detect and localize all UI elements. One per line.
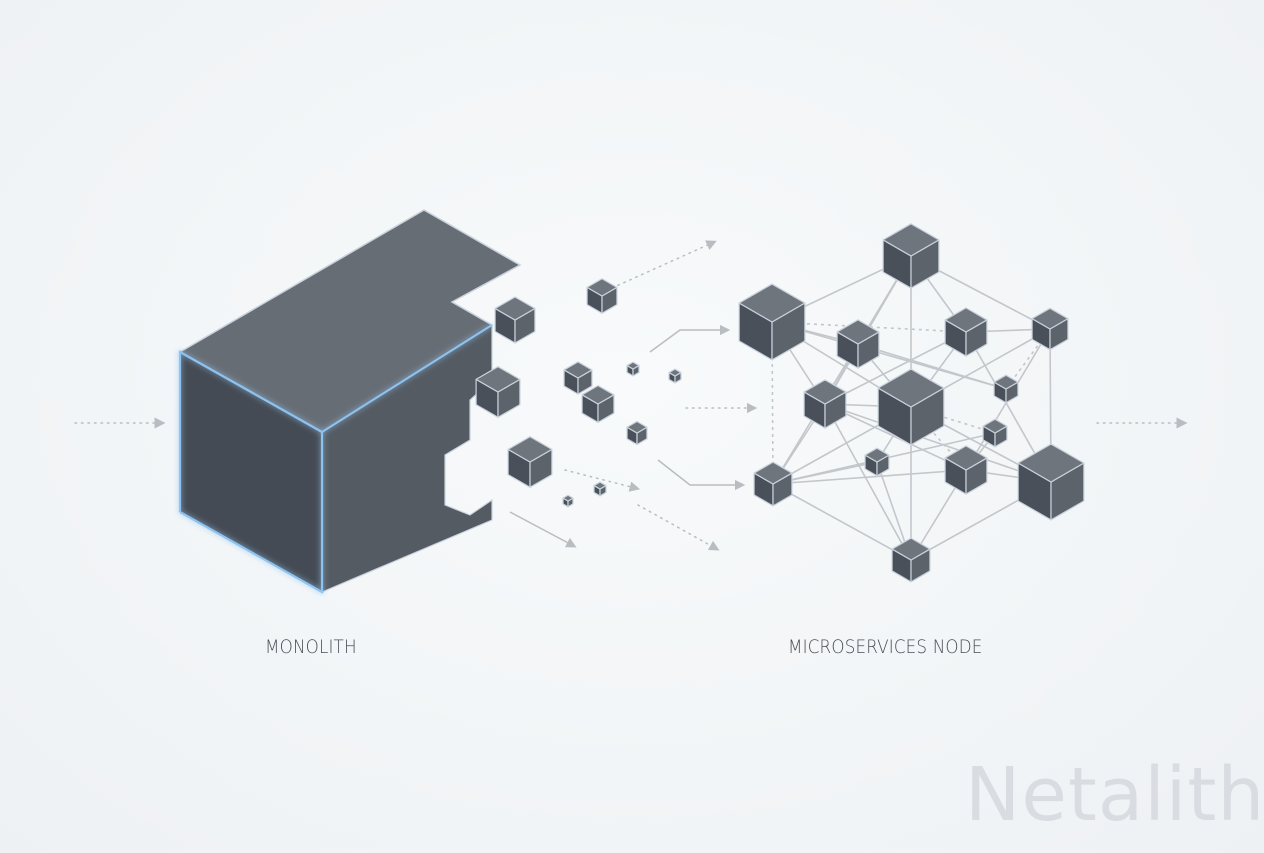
service-node-cube [1017,443,1085,521]
flow-arrow [657,459,746,491]
connection-line [772,483,912,561]
flow-arrow [637,504,720,551]
fragment-cube [593,481,607,497]
service-node-cube [753,461,793,507]
fragment-cube [626,420,648,446]
microservice-nodes [738,223,1085,583]
fragment-cube [626,361,640,377]
service-node-cube [738,283,806,361]
fragment-cube [668,368,682,384]
monolith-label: MONOLITH [265,636,357,658]
connection-line [857,343,1007,390]
flow-arrow [649,324,731,353]
fragment-cube [563,361,593,395]
monolith-block [178,209,522,594]
service-node-cube [944,307,988,357]
microservices-node-label: MICROSERVICES NODE [788,636,983,658]
connection-line [824,331,967,405]
fragment-cube [475,366,521,418]
dashed-connection-line [771,321,774,485]
service-node-cube [836,319,880,369]
service-node-cube [877,368,945,446]
service-node-cube [891,537,931,583]
connection-line [824,403,967,471]
connection-line [824,403,1052,483]
service-node-cube [944,445,988,495]
fragment-cube [581,385,615,423]
fragment-cube [586,278,618,314]
fragment-cube [562,494,574,508]
flow-arrow [564,469,641,492]
service-node-cube [993,374,1019,404]
brand-watermark: Netalith [965,752,1264,838]
service-node-cube [882,223,940,289]
connection-line [824,403,912,561]
flow-arrow [509,511,577,548]
flow-arrows [74,240,1188,551]
connection-line [772,469,967,485]
service-node-cube [803,379,847,429]
dashed-connection-line [1005,328,1051,390]
fragment-cube [494,296,536,344]
service-node-cube [1031,307,1069,351]
dashed-connection-line [771,321,967,333]
service-node-cube [982,418,1008,448]
fragment-cube [507,436,553,488]
service-node-cube [864,447,890,477]
flow-arrow [611,240,717,289]
breaking-fragments [475,278,682,508]
